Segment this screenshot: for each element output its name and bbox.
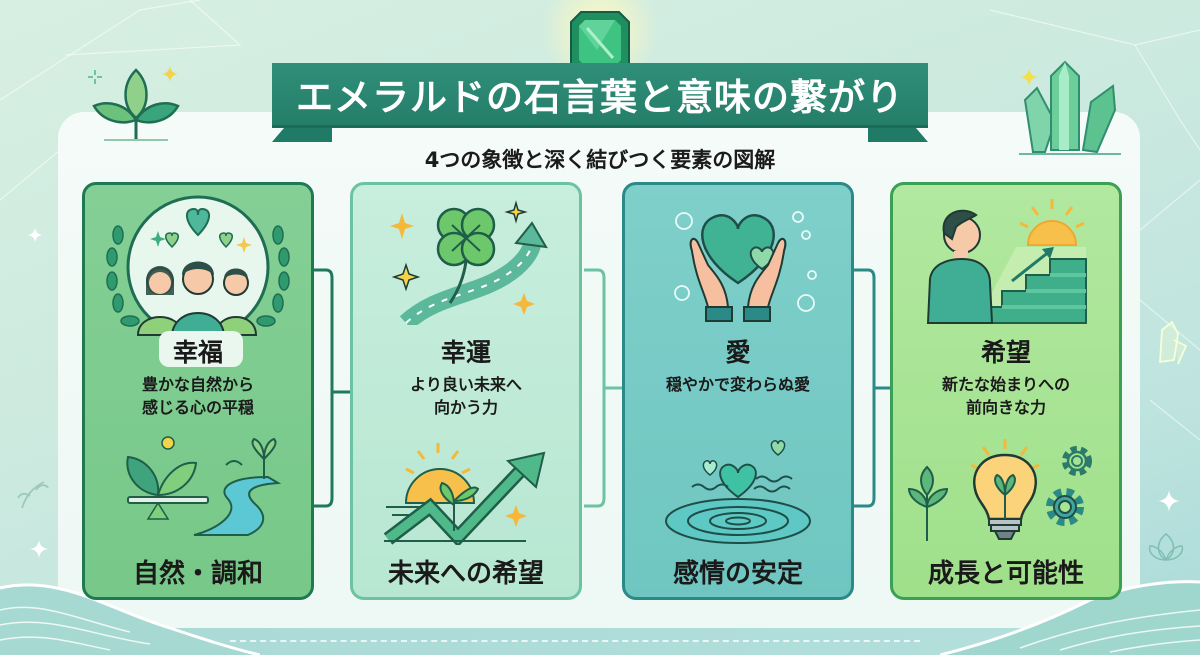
card-heading: 幸運	[440, 338, 491, 367]
card-heading: 幸福	[172, 338, 223, 367]
sparkle-icon	[162, 66, 178, 82]
bottom-band	[0, 628, 1200, 655]
gear-icon	[1046, 488, 1084, 526]
card-footer-label: 感情の安定	[672, 559, 803, 589]
leaf-sprig-icon	[17, 481, 49, 509]
card-luck: 幸運 より良い未来へ 向かう力 未来への希望	[350, 182, 582, 600]
crystal-cluster-icon	[1019, 60, 1121, 155]
card-hope: 希望 新たな始まりへの 前向きな力 成長と可能性	[890, 182, 1122, 600]
page-title: エメラルドの石言葉と意味の繋がり	[296, 76, 904, 119]
card-happiness: 幸福 豊かな自然から 感じる心の平穏 自然・調和	[82, 182, 314, 600]
sparkle-icon	[88, 70, 102, 84]
heart-water-ripple-icon	[665, 440, 811, 544]
sparkle-icon	[30, 540, 48, 558]
balance-plant-river-icon	[126, 436, 282, 536]
sunrise-growth-arrow-icon	[383, 443, 546, 545]
card-heading: 愛	[725, 338, 751, 367]
card-description: 新たな始まりへの 前向きな力	[941, 375, 1070, 417]
card-footer-label: 未来への希望	[387, 559, 544, 589]
hands-holding-heart-icon	[674, 211, 817, 322]
sprout-leaves-icon	[92, 68, 180, 141]
sparkle-icon	[1020, 68, 1038, 86]
card-description: より良い未来へ 向かう力	[410, 375, 522, 417]
sparkle-icon	[28, 228, 42, 242]
card-description: 豊かな自然から 感じる心の平穏	[141, 375, 254, 417]
page-subtitle: 4つの象徴と深く結びつく要素の図解	[424, 148, 776, 172]
card-description: 穏やかで変わらぬ愛	[665, 375, 810, 394]
emerald-gem-icon	[570, 11, 630, 75]
sparkle-icon	[1158, 490, 1180, 512]
gear-icon	[1062, 446, 1092, 476]
crystal-outline-icon	[1159, 320, 1188, 365]
card-love: 愛 穏やかで変わらぬ愛 感情の安定	[622, 182, 854, 600]
title-banner: エメラルドの石言葉と意味の繋がり	[272, 63, 928, 125]
lightbulb-sprout-gears-icon	[907, 439, 1092, 541]
lotus-icon	[1148, 533, 1184, 561]
heading-background	[159, 331, 243, 367]
happy-family-wreath-icon	[106, 195, 290, 339]
card-heading: 希望	[980, 338, 1031, 367]
card-footer-label: 自然・調和	[132, 559, 263, 589]
four-leaf-clover-path-icon	[390, 200, 548, 325]
person-stairs-sunrise-icon	[926, 199, 1087, 324]
card-footer-label: 成長と可能性	[927, 559, 1084, 589]
